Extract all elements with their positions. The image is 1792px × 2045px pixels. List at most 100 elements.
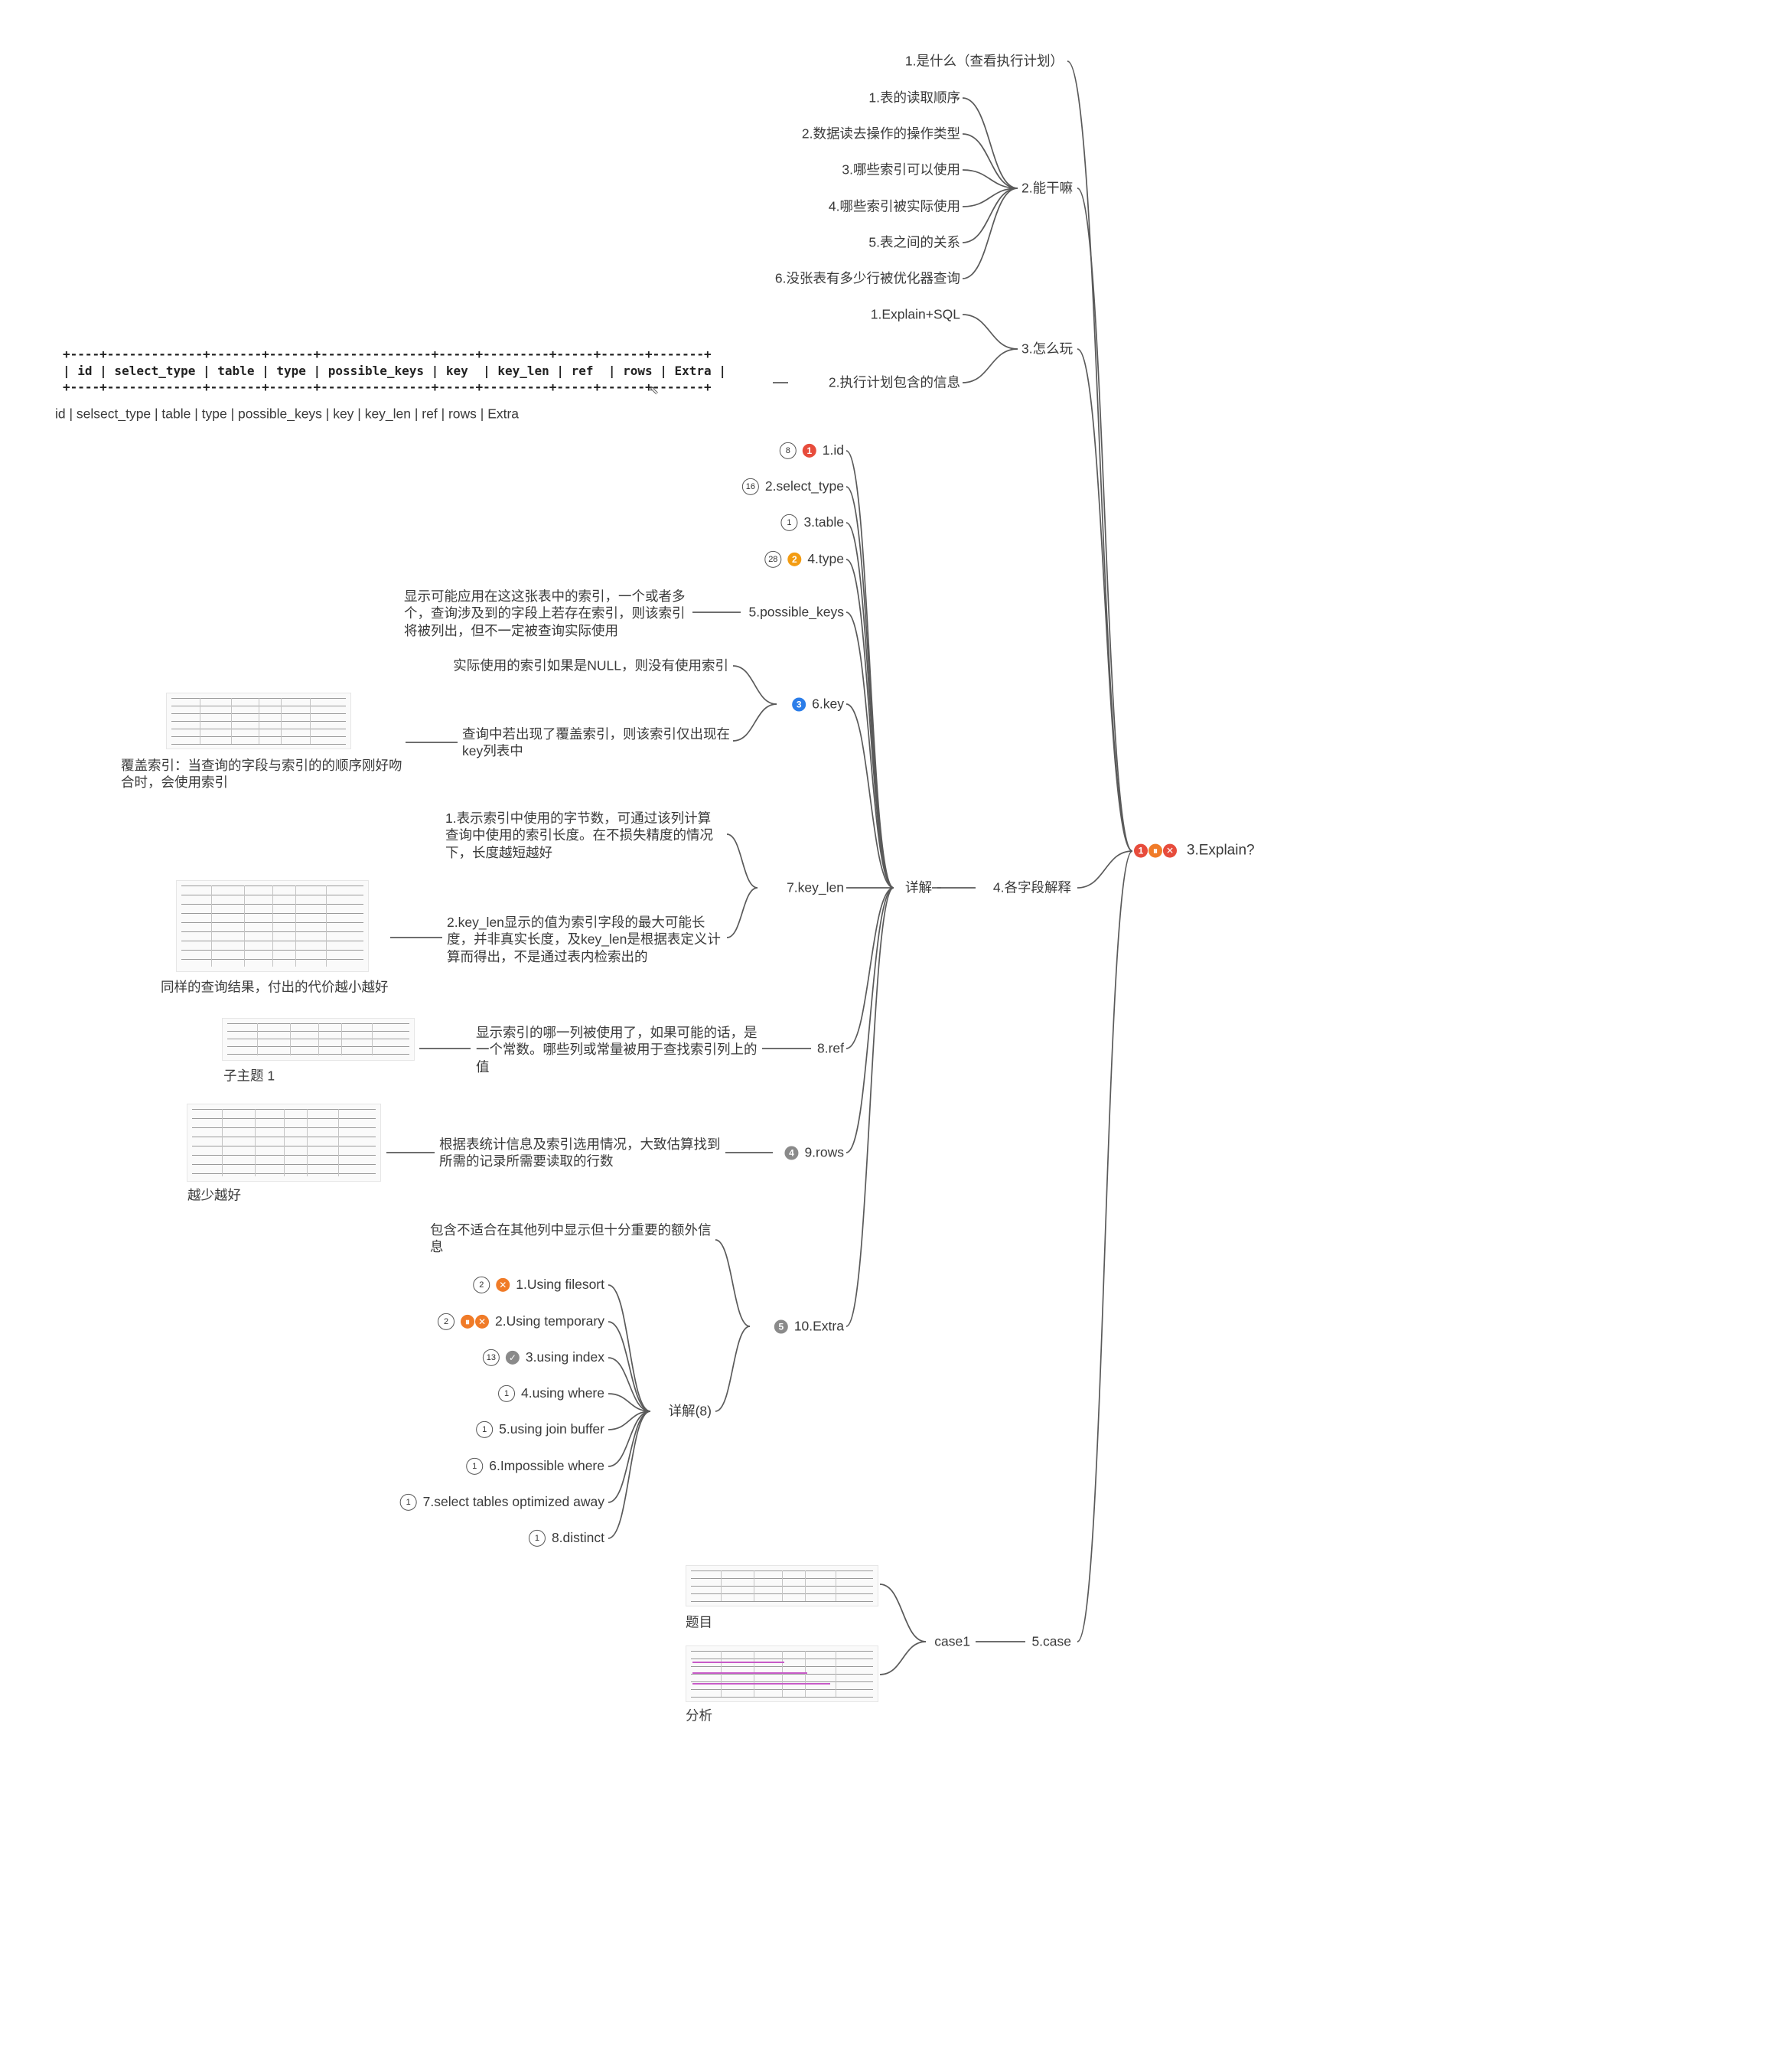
- case-analysis-screenshot: [686, 1645, 878, 1702]
- priority-2-icon: 2: [787, 553, 802, 567]
- extra-item-using-index[interactable]: 13✓3.using index: [482, 1349, 604, 1367]
- screenshot-col: [290, 1023, 291, 1055]
- connector: [845, 887, 894, 1153]
- connector: [608, 1321, 651, 1412]
- can-item-5[interactable]: 5.表之间的关系: [868, 234, 960, 250]
- extra-note: 包含不适合在其他列中显示但十分重要的额外信息: [430, 1222, 712, 1255]
- rows-caption: 越少越好: [187, 1187, 241, 1203]
- pause-icon: ⏸: [461, 1315, 475, 1329]
- screenshot-col: [805, 1651, 806, 1697]
- root-label: 3.Explain?: [1186, 842, 1255, 859]
- connector: [1077, 188, 1133, 852]
- ref-screenshot: [222, 1018, 415, 1061]
- count-badge: 1: [399, 1494, 417, 1512]
- extra-item-temporary[interactable]: 2⏸✕2.Using temporary: [438, 1313, 604, 1331]
- count-badge: 2: [438, 1313, 455, 1331]
- screenshot-line: [171, 744, 346, 745]
- rows-screenshot: [187, 1104, 381, 1182]
- case-question-screenshot: [686, 1565, 878, 1606]
- screenshot-col: [284, 1109, 285, 1176]
- connector: [845, 703, 894, 889]
- connector: [845, 612, 894, 889]
- can-item-6[interactable]: 6.没张表有多少行被优化器查询: [774, 270, 960, 286]
- case1-node[interactable]: case1: [934, 1633, 970, 1649]
- connector: [1077, 850, 1133, 1642]
- key-len-note-2: 2.key_len显示的值为索引字段的最大可能长度，并非真实长度，及key_le…: [447, 915, 721, 964]
- can-item-1[interactable]: 1.表的读取顺序: [868, 90, 960, 106]
- screenshot-col: [307, 1109, 308, 1176]
- can-item-4[interactable]: 4.哪些索引被实际使用: [828, 198, 960, 214]
- case-question-caption: 题目: [686, 1614, 712, 1630]
- screenshot-col: [281, 698, 282, 744]
- how-item-explain-sql[interactable]: 1.Explain+SQL: [870, 306, 960, 322]
- count-badge: 8: [779, 442, 797, 460]
- node-can[interactable]: 2.能干嘛: [1021, 180, 1074, 196]
- connector: [732, 665, 777, 705]
- count-badge: 2: [473, 1277, 490, 1294]
- connector: [962, 188, 1018, 243]
- key-len-note-1: 1.表示索引中使用的字节数，可通过该列计算查询中使用的索引长度。在不损失精度的情…: [445, 810, 713, 860]
- node-what[interactable]: 1.是什么（查看执行计划）: [904, 53, 1064, 69]
- connector: [608, 1411, 651, 1539]
- can-item-2[interactable]: 2.数据读去操作的操作类型: [801, 126, 960, 142]
- detail-node[interactable]: 详解: [905, 879, 932, 895]
- node-case[interactable]: 5.case: [1031, 1633, 1071, 1649]
- can-item-3[interactable]: 3.哪些索引可以使用: [842, 161, 960, 178]
- connector: [715, 1326, 751, 1412]
- screenshot-col: [372, 1023, 373, 1055]
- node-fields[interactable]: 4.各字段解释: [992, 879, 1071, 895]
- connector: [732, 703, 777, 742]
- field-possible-keys[interactable]: 5.possible_keys: [748, 604, 844, 620]
- connector: [962, 188, 1018, 207]
- root-node-explain[interactable]: 1⏸✕ 3.Explain?: [1134, 843, 1255, 860]
- connector: [608, 1411, 651, 1467]
- how-item-plan-info[interactable]: 2.执行计划包含的信息: [828, 374, 960, 390]
- count-badge: 28: [764, 551, 782, 569]
- node-how[interactable]: 3.怎么玩: [1021, 341, 1074, 357]
- connector: [1067, 60, 1133, 852]
- screenshot-col: [338, 1109, 339, 1176]
- connector: [962, 133, 1018, 189]
- connector: [608, 1284, 651, 1412]
- screenshot-col: [318, 1023, 319, 1055]
- connector: [845, 522, 894, 889]
- priority-1-icon: 1: [1134, 843, 1148, 858]
- field-key-len[interactable]: 7.key_len: [787, 879, 844, 895]
- mouse-cursor-icon: ⇖: [649, 384, 660, 397]
- connector: [845, 559, 894, 889]
- screenshot-col: [782, 1570, 783, 1601]
- screenshot-col: [310, 698, 311, 744]
- priority-4-icon: 4: [784, 1146, 799, 1160]
- screenshot-col: [255, 1109, 256, 1176]
- screenshot-col: [211, 886, 212, 967]
- case-analysis-caption: 分析: [686, 1707, 712, 1724]
- cross-icon: ✕: [475, 1315, 490, 1329]
- screenshot-col: [721, 1651, 722, 1697]
- count-badge: 1: [476, 1421, 494, 1439]
- explain-columns-caption: id | selsect_type | table | type | possi…: [55, 406, 520, 422]
- count-badge: 1: [466, 1458, 484, 1476]
- screenshot-col: [257, 1023, 258, 1055]
- extra-detail-node[interactable]: 详解(8): [668, 1403, 712, 1419]
- extra-item-filesort[interactable]: 2✕1.Using filesort: [473, 1277, 604, 1294]
- screenshot-col: [805, 1570, 806, 1601]
- key-note-covering: 查询中若出现了覆盖索引，则该索引仅出现在key列表中: [462, 726, 730, 759]
- connector: [845, 887, 894, 1327]
- connector: [962, 348, 1018, 383]
- screenshot-col: [341, 1023, 342, 1055]
- screenshot-col: [222, 1109, 223, 1176]
- field-ref[interactable]: 8.ref: [816, 1040, 844, 1056]
